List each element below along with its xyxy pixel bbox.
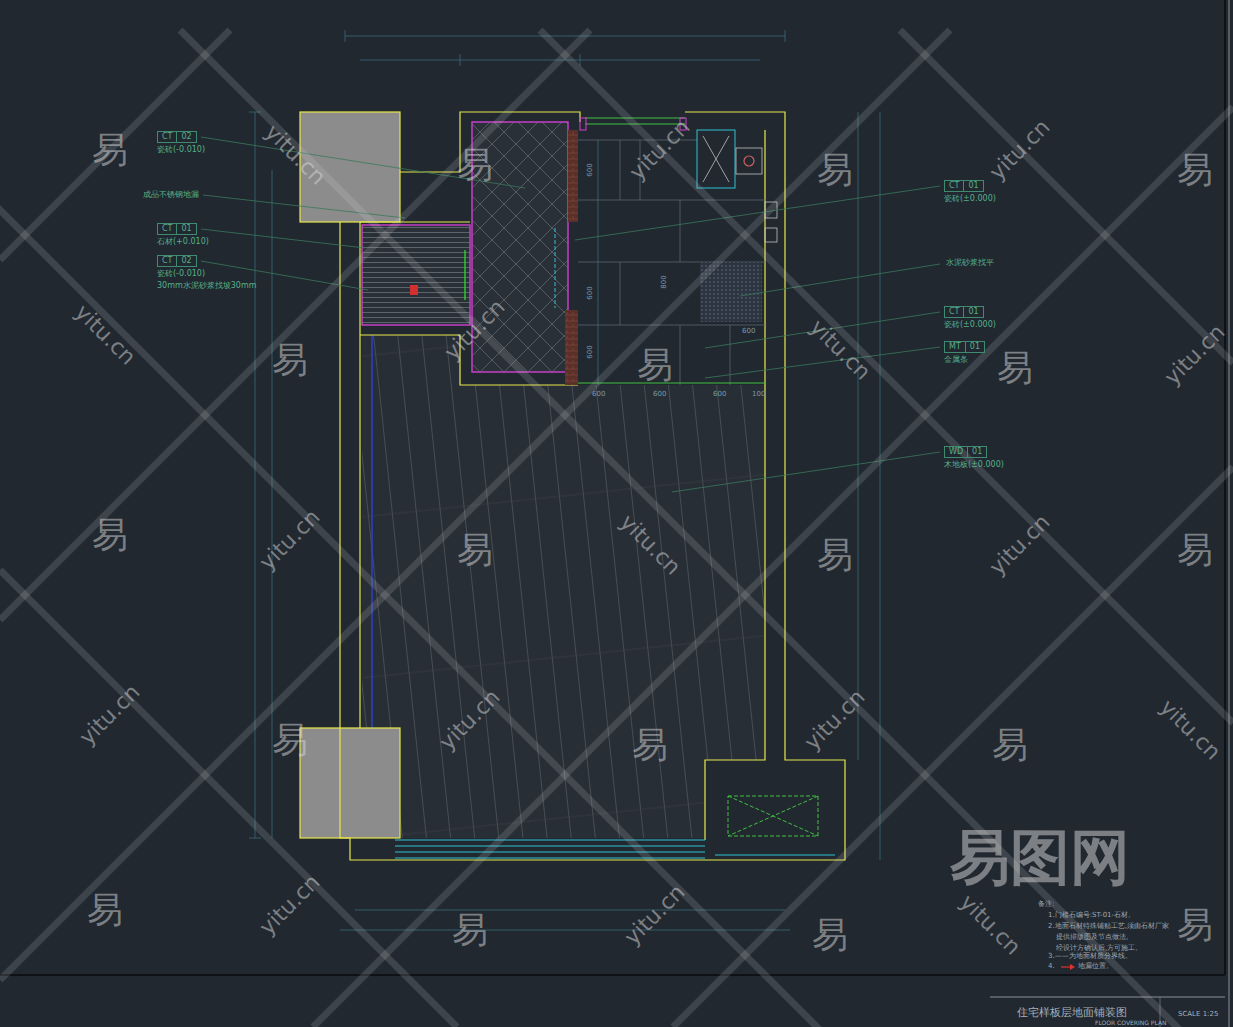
watermark: 易	[1177, 528, 1213, 571]
material-number: 01	[963, 181, 982, 191]
note-text: 1.门槛石编号:ST-01-石材。	[1048, 911, 1135, 919]
watermark: 易	[997, 346, 1033, 389]
note-text: 提供排版图及节点做法,	[1056, 933, 1128, 941]
callout-text: 水泥砂浆找平	[946, 258, 994, 268]
watermark: 易	[992, 723, 1028, 766]
watermark: yitu.cn	[984, 509, 1056, 581]
watermark: 易	[457, 143, 493, 186]
material-description: 金属条	[944, 355, 985, 365]
material-number: 02	[176, 132, 195, 142]
material-number: 01	[176, 224, 195, 234]
watermark: yitu.cn	[434, 684, 506, 756]
watermark: yitu.cn	[1159, 319, 1231, 391]
tag-box: CT02	[157, 255, 197, 267]
material-description: 30mm水泥砂浆找坡30mm	[157, 281, 257, 291]
material-code: CT	[945, 307, 963, 317]
note-text: 地漏位置。	[1078, 962, 1113, 970]
note-text: 2.地面石材特殊铺贴工艺,须由石材厂家	[1048, 922, 1169, 930]
note-text: 经设计方确认后,方可施工。	[1056, 944, 1142, 952]
material-number: 01	[963, 307, 982, 317]
material-tag: CT01 瓷砖(±0.000)	[944, 306, 996, 330]
watermark: 易	[452, 908, 488, 951]
material-tag: CT02 瓷砖(-0.010)	[157, 131, 205, 155]
title-block-text: FLOOR COVERING PLAN	[1095, 1019, 1166, 1026]
dimension-text: 100	[752, 390, 765, 398]
watermark: yitu.cn	[624, 114, 696, 186]
material-code: WD	[945, 447, 967, 457]
watermark: 易	[457, 528, 493, 571]
tag-box: CT02	[157, 131, 197, 143]
title-block-text: SCALE 1:25	[1178, 1010, 1218, 1018]
material-description: 瓷砖(±0.000)	[944, 320, 996, 330]
tag-box: CT01	[944, 306, 984, 318]
watermark: 易	[1177, 903, 1213, 946]
material-number: 01	[967, 447, 986, 457]
watermark: yitu.cn	[799, 684, 871, 756]
watermark: 易	[817, 533, 853, 576]
material-code: MT	[945, 342, 965, 352]
material-tag: CT02 瓷砖(-0.010) 30mm水泥砂浆找坡30mm	[157, 255, 257, 291]
watermark: yitu.cn	[619, 879, 691, 951]
material-tag: CT01 石材(+0.010)	[157, 223, 209, 247]
watermark: yitu.cn	[439, 294, 511, 366]
dimension-text: 600	[713, 390, 726, 398]
material-code: CT	[158, 224, 176, 234]
watermark: yitu.cn	[954, 889, 1026, 961]
material-code: CT	[158, 132, 176, 142]
watermark: 易	[92, 128, 128, 171]
material-number: 02	[176, 256, 195, 266]
material-tag: MT01 金属条	[944, 341, 985, 365]
watermark: 易	[87, 888, 123, 931]
material-code: CT	[945, 181, 963, 191]
watermark: 易	[632, 723, 668, 766]
watermark: yitu.cn	[1154, 694, 1226, 766]
watermark: 易	[812, 913, 848, 956]
watermark: yitu.cn	[254, 869, 326, 941]
dimension-text: 600	[586, 286, 594, 299]
watermark: yitu.cn	[614, 509, 686, 581]
tag-box: MT01	[944, 341, 985, 353]
drawing-title: 住宅样板层地面铺装图	[1017, 1006, 1127, 1019]
watermark: 易图网	[950, 821, 1130, 893]
callout-text: 成品不锈钢地漏	[143, 190, 199, 200]
material-description: 石材(+0.010)	[157, 237, 209, 247]
note-text: 3.——为地面材质分界线。	[1048, 952, 1132, 960]
dimension-text: 600	[653, 390, 666, 398]
material-code: CT	[158, 256, 176, 266]
watermark: yitu.cn	[984, 114, 1056, 186]
watermark: yitu.cn	[69, 299, 141, 371]
watermark: yitu.cn	[804, 314, 876, 386]
note-text: 备注:	[1038, 900, 1054, 908]
tag-box: WD01	[944, 446, 987, 458]
watermark: yitu.cn	[254, 504, 326, 576]
material-number: 01	[965, 342, 984, 352]
tag-box: CT01	[157, 223, 197, 235]
material-description: 瓷砖(-0.010)	[157, 269, 257, 279]
watermark: 易	[637, 343, 673, 386]
dimension-text: 600	[592, 390, 605, 398]
watermark: yitu.cn	[74, 679, 146, 751]
material-tag: CT01 瓷砖(±0.000)	[944, 180, 996, 204]
material-tag: WD01 木地板(±0.000)	[944, 446, 1004, 470]
watermark: 易	[817, 148, 853, 191]
watermark: 易	[272, 338, 308, 381]
dimension-text: 800	[660, 275, 668, 288]
material-description: 瓷砖(±0.000)	[944, 194, 996, 204]
dimension-text: 600	[742, 327, 755, 335]
watermark: 易	[92, 513, 128, 556]
material-description: 木地板(±0.000)	[944, 460, 1004, 470]
watermark: 易	[1177, 148, 1213, 191]
dimension-text: 600	[586, 345, 594, 358]
watermark: yitu.cn	[259, 119, 331, 191]
material-description: 瓷砖(-0.010)	[157, 145, 205, 155]
dimension-text: 600	[586, 163, 594, 176]
tag-box: CT01	[944, 180, 984, 192]
watermark: 易	[272, 718, 308, 761]
note-text: 4.	[1048, 962, 1055, 970]
